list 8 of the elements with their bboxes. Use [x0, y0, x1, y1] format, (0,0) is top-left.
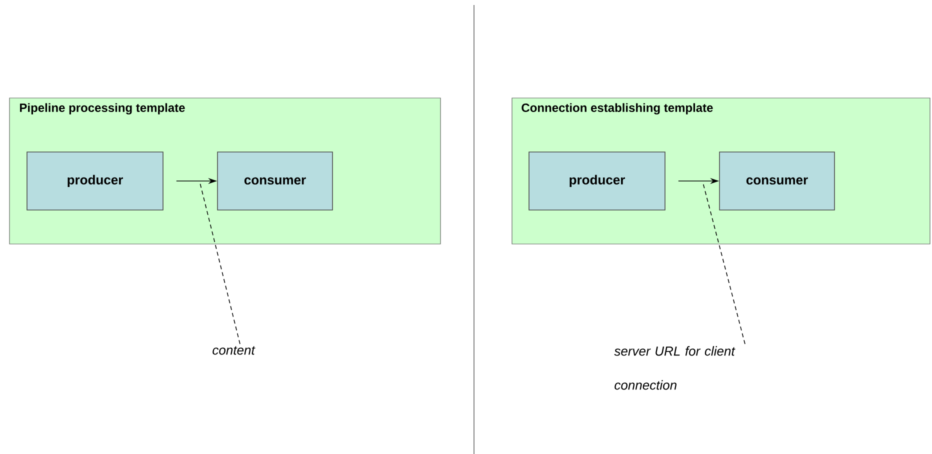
annotation-text: server URL for client connection — [614, 346, 736, 390]
process-box: producer — [528, 152, 666, 210]
process-box: producer — [26, 152, 164, 210]
process-box: consumer — [217, 152, 333, 210]
annotation-text: content — [212, 346, 256, 355]
leader-line — [200, 182, 240, 344]
leader-line — [702, 182, 746, 344]
process-box: consumer — [719, 152, 835, 210]
